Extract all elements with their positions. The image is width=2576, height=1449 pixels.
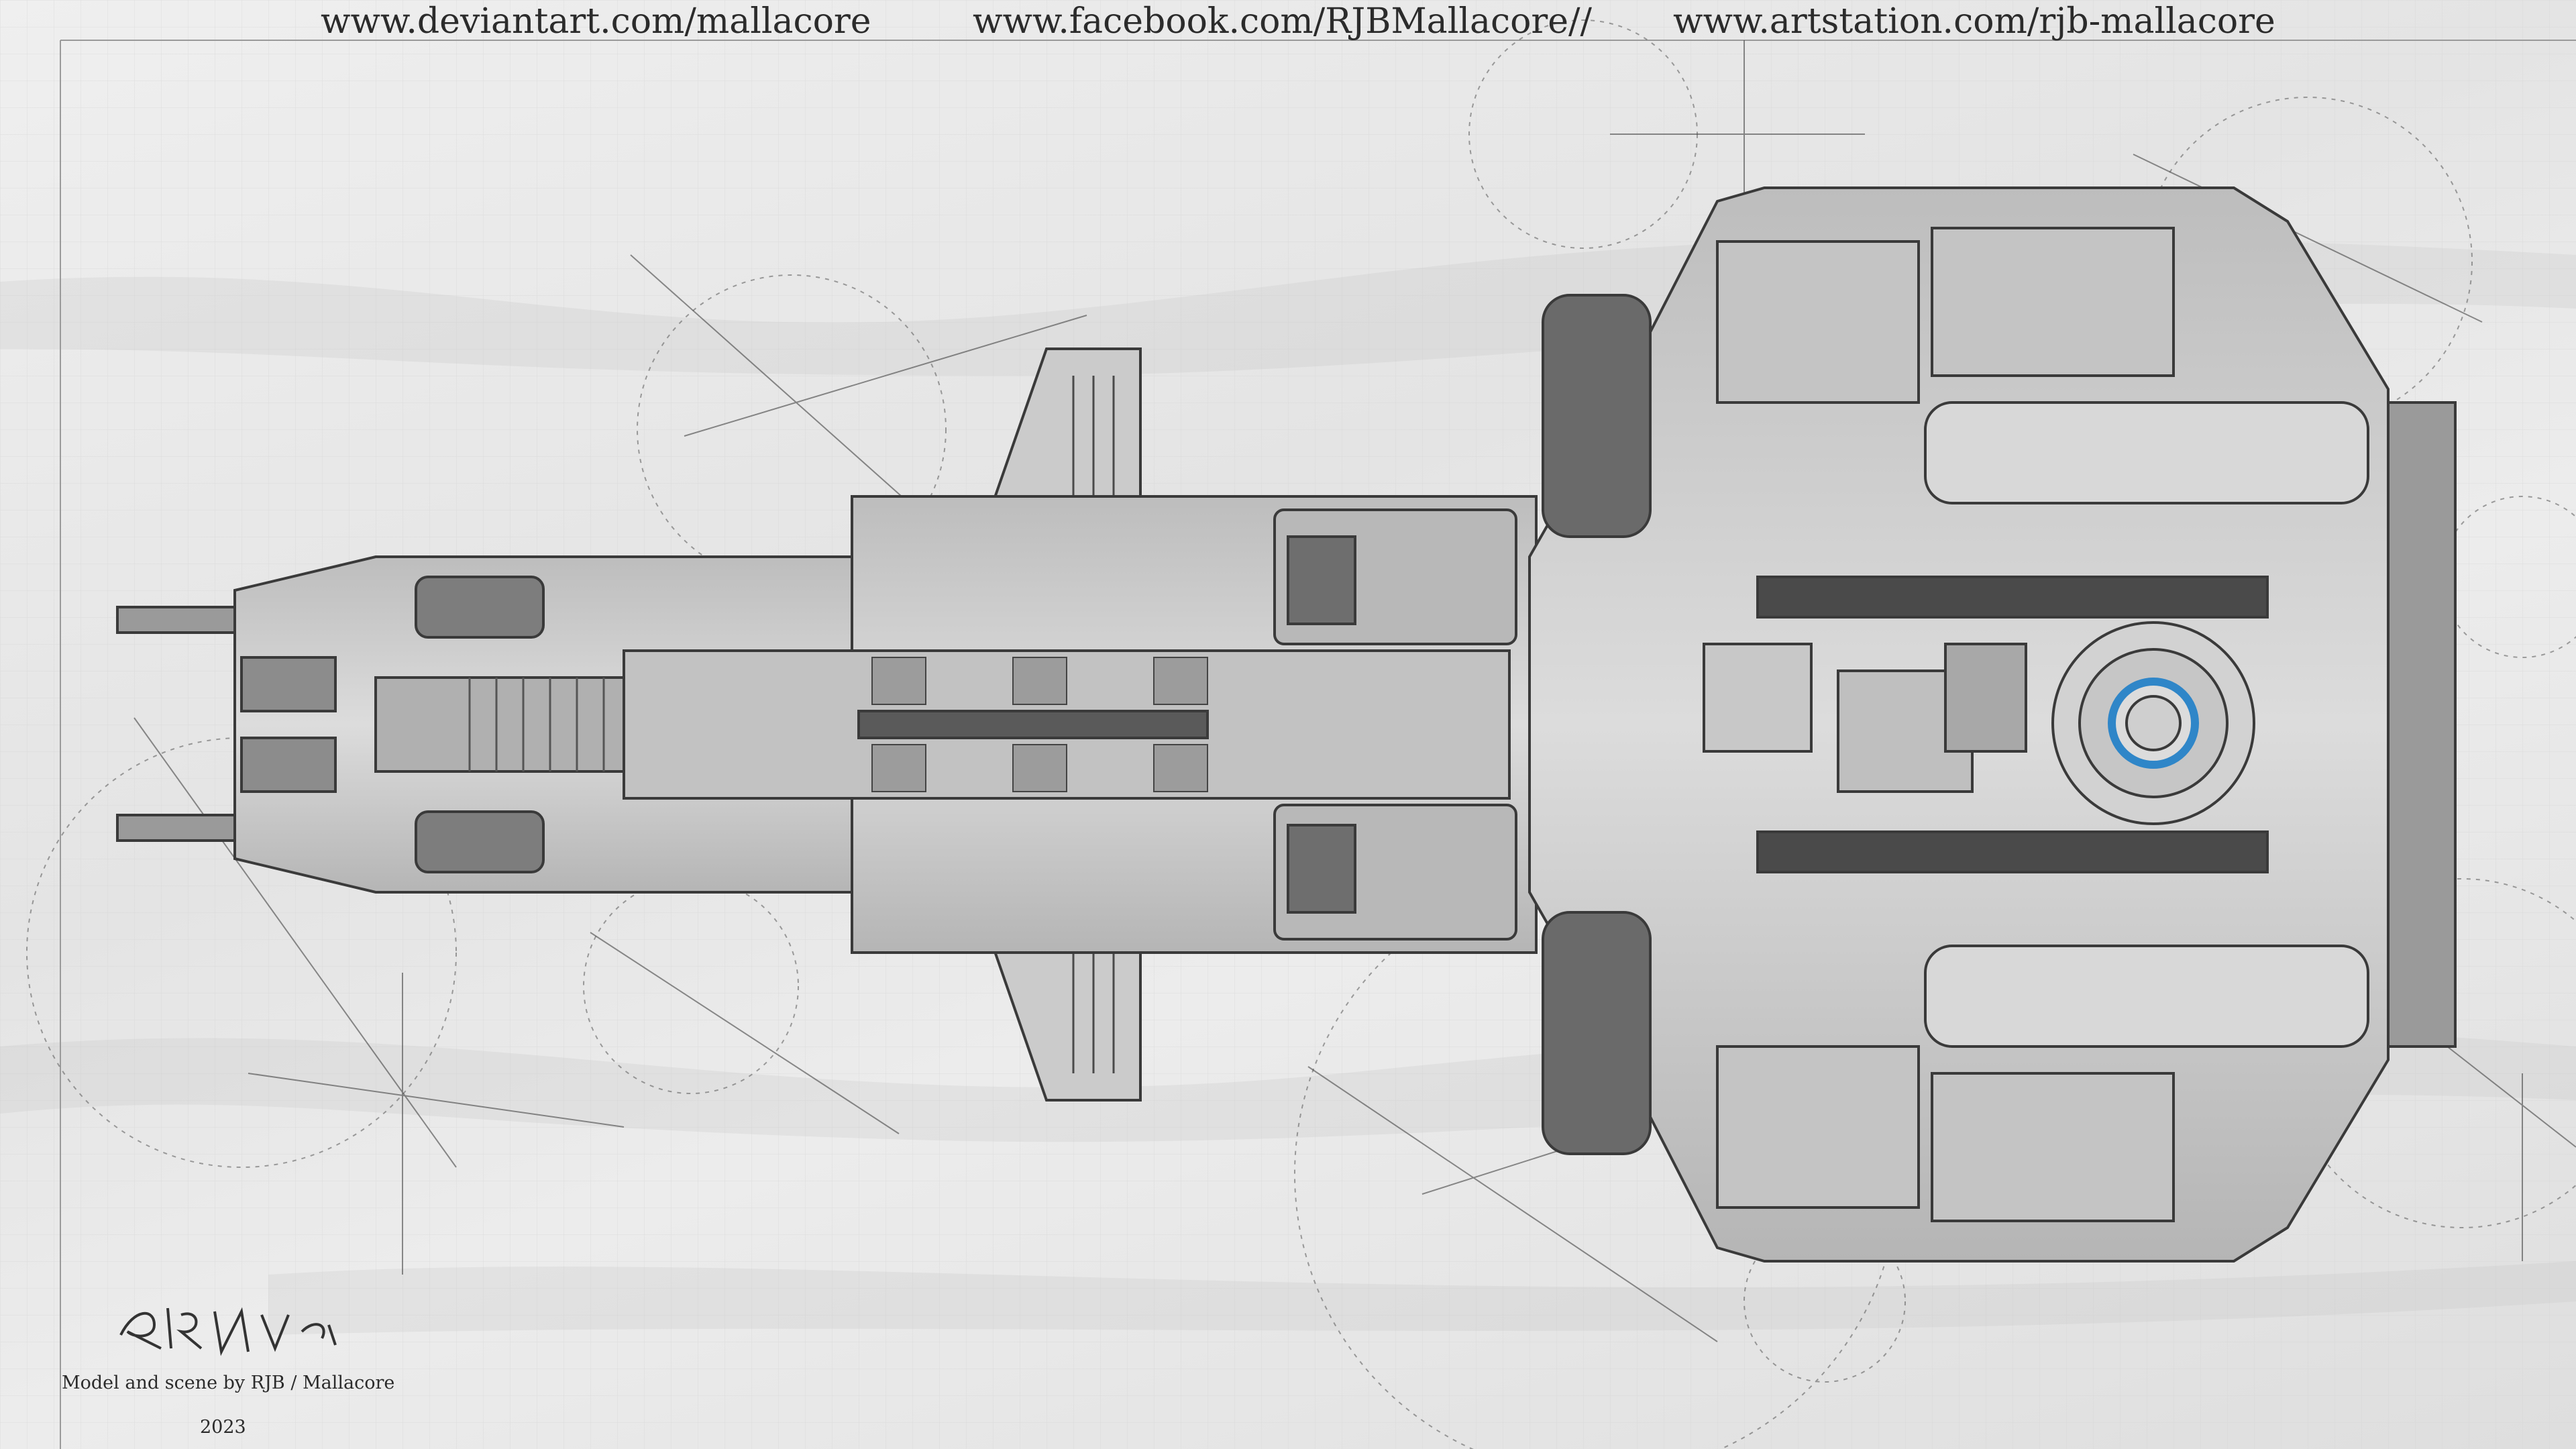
deviantart-link[interactable]: www.deviantart.com/mallacore — [321, 1, 871, 42]
artstation-link[interactable]: www.artstation.com/rjb-mallacore — [1673, 1, 2275, 42]
signature-mark — [119, 1307, 337, 1356]
credit-year: 2023 — [200, 1417, 246, 1438]
spaceship — [116, 186, 2457, 1263]
facebook-link[interactable]: www.facebook.com/RJBMallacore// — [973, 1, 1593, 42]
credit-text: Model and scene by RJB / Mallacore — [62, 1373, 395, 1393]
